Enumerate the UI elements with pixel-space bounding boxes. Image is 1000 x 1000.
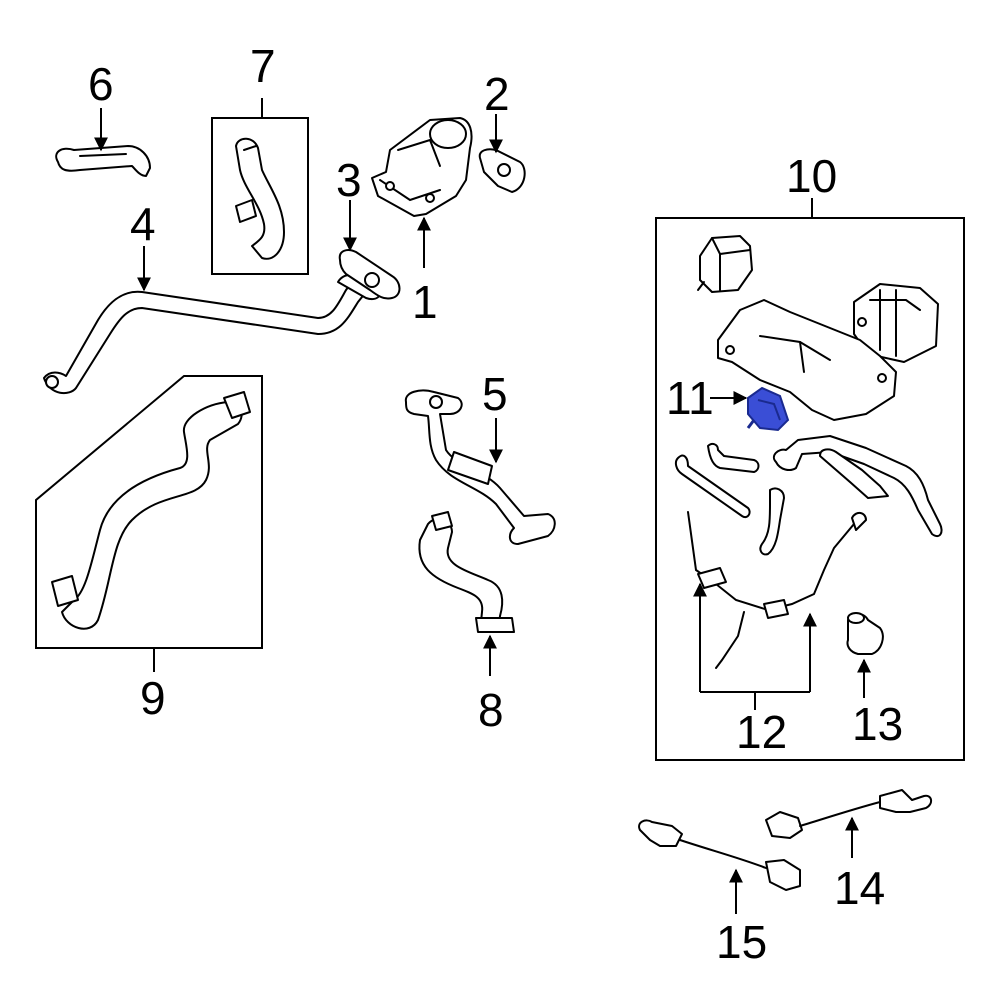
part-10-hose-line[interactable] xyxy=(772,435,943,538)
part-10-bracket[interactable] xyxy=(717,299,897,421)
part-10-canister[interactable] xyxy=(853,283,939,363)
callout-12: 12 xyxy=(736,706,787,758)
callout-3: 3 xyxy=(336,154,362,206)
callout-2: 2 xyxy=(484,68,510,120)
part-8-hose[interactable] xyxy=(418,511,515,633)
part-7-box xyxy=(211,117,309,275)
callout-9: 9 xyxy=(140,672,166,724)
callout-5: 5 xyxy=(482,368,508,420)
part-6-hose[interactable] xyxy=(55,145,151,177)
part-15-o2-sensor[interactable] xyxy=(638,819,801,891)
part-10-tube-b[interactable] xyxy=(707,442,760,473)
part-7-hose[interactable] xyxy=(235,137,285,260)
part-5-tube[interactable] xyxy=(404,389,556,545)
callout-4: 4 xyxy=(130,198,156,250)
part-10-tube-c[interactable] xyxy=(759,487,785,556)
part-10-box xyxy=(655,217,965,761)
part-10-tube-a[interactable] xyxy=(674,454,751,518)
part-11-purge-valve[interactable] xyxy=(746,386,790,432)
part-2-gasket[interactable] xyxy=(478,148,526,193)
callout-10: 10 xyxy=(786,150,837,202)
callout-1: 1 xyxy=(412,276,438,328)
callout-6: 6 xyxy=(88,58,114,110)
part-13-connector[interactable] xyxy=(846,612,884,655)
callout-14: 14 xyxy=(834,862,885,914)
callout-13: 13 xyxy=(852,698,903,750)
part-9-hose[interactable] xyxy=(51,391,251,630)
callout-7: 7 xyxy=(250,40,276,92)
part-14-o2-sensor[interactable] xyxy=(765,789,932,839)
callout-11: 11 xyxy=(666,372,714,424)
callout-8: 8 xyxy=(478,684,504,736)
part-10-solenoid[interactable] xyxy=(697,235,753,293)
part-1-egr-valve[interactable] xyxy=(371,117,473,217)
callout-15: 15 xyxy=(716,916,767,968)
part-9-box xyxy=(35,375,263,649)
